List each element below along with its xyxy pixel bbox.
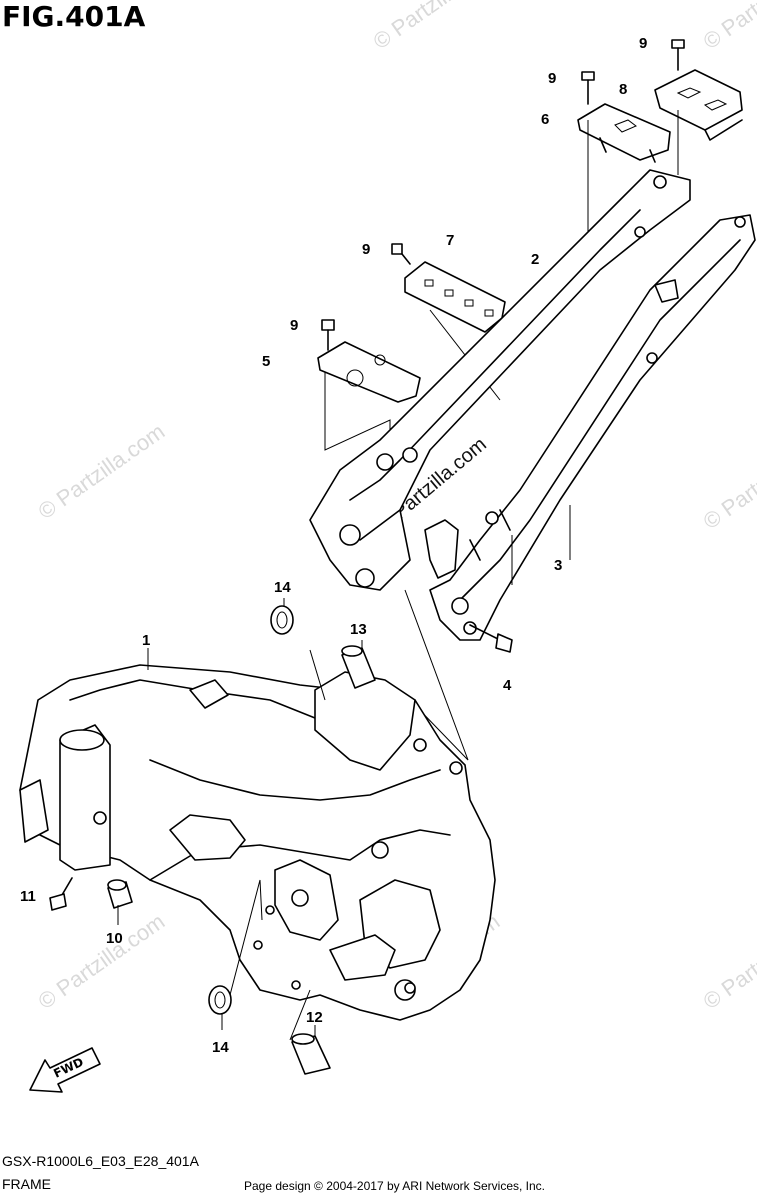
watermark: © Partzilla.com: [369, 0, 505, 54]
section-name: FRAME: [2, 1176, 51, 1192]
watermark: © Partzilla.com: [699, 429, 757, 535]
part-10-collar[interactable]: [107, 879, 133, 909]
leader-line: [511, 505, 571, 585]
leader-line: [309, 649, 326, 701]
part-6-bracket[interactable]: [577, 103, 671, 163]
callout-2[interactable]: 2: [531, 251, 539, 268]
bolt-9[interactable]: [321, 319, 335, 351]
callout-6[interactable]: 6: [541, 111, 549, 128]
fwd-arrow-icon: FWD: [29, 1047, 101, 1093]
leader-line: [289, 989, 316, 1041]
part-5-bracket[interactable]: [317, 341, 421, 403]
bolt-9[interactable]: [671, 39, 685, 71]
part-1-main-frame[interactable]: [19, 664, 496, 1021]
part-14-bushing[interactable]: [270, 605, 294, 635]
callout-7[interactable]: 7: [446, 232, 454, 249]
part-13-collar[interactable]: [341, 645, 376, 689]
bolt-4[interactable]: [469, 624, 513, 653]
bolt-9[interactable]: [581, 71, 595, 105]
callout-10[interactable]: 10: [106, 930, 123, 947]
callout-4[interactable]: 4: [503, 677, 512, 694]
leader-line: [229, 879, 263, 996]
callout-9[interactable]: 9: [639, 35, 647, 52]
callout-5[interactable]: 5: [262, 353, 270, 370]
watermark: © Partzilla.com: [699, 0, 757, 54]
callout-1[interactable]: 1: [142, 632, 150, 649]
part-12-collar[interactable]: [291, 1033, 331, 1075]
bolt-9[interactable]: [391, 243, 411, 265]
callout-13[interactable]: 13: [350, 621, 367, 638]
figure-title: FIG.401A: [2, 0, 146, 33]
callout-14[interactable]: 14: [212, 1039, 229, 1056]
part-2-seat-rail-left[interactable]: [309, 169, 691, 591]
leader-line: [587, 110, 679, 240]
callout-9[interactable]: 9: [548, 70, 556, 87]
callout-9[interactable]: 9: [290, 317, 298, 334]
part-14-bushing[interactable]: [208, 985, 232, 1015]
part-8-bracket[interactable]: [654, 69, 743, 141]
callout-12[interactable]: 12: [306, 1009, 323, 1026]
callout-3[interactable]: 3: [554, 557, 562, 574]
part-11-bolt[interactable]: [49, 877, 73, 911]
watermark: © Partzilla.com: [34, 419, 170, 525]
callout-9[interactable]: 9: [362, 241, 370, 258]
part-7-plate[interactable]: [404, 261, 506, 333]
watermark: © Partzilla.com: [699, 909, 757, 1015]
callout-8[interactable]: 8: [619, 81, 627, 98]
part-3-seat-rail-right[interactable]: [424, 214, 756, 641]
watermark: © Partzilla.com: [34, 909, 170, 1015]
callout-14[interactable]: 14: [274, 579, 291, 596]
callout-11[interactable]: 11: [20, 888, 36, 905]
copyright-notice: Page design © 2004-2017 by ARI Network S…: [244, 1179, 546, 1193]
leader-line: [404, 589, 469, 761]
model-code: GSX-R1000L6_E03_E28_401A: [2, 1153, 199, 1169]
